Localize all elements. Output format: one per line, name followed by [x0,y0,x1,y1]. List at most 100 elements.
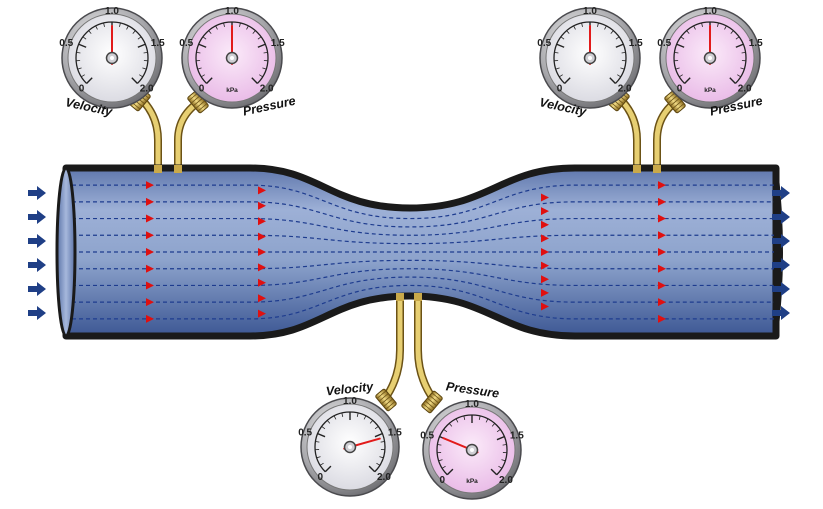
gauge-tick [132,30,136,34]
gauge-tick-label: 1.0 [225,6,239,17]
streamline-arrowhead [658,314,666,323]
gauge-tick-label: 0.5 [420,430,434,441]
streamline-arrowhead [541,193,549,202]
gauge-tick [604,25,607,30]
gauge-tick [730,30,734,34]
gauge-tick [257,43,266,48]
streamline-arrowhead [658,298,666,307]
gauge-tick [573,25,576,30]
gauge-tick-label: 0.5 [59,38,73,49]
gauge-tick [341,412,344,417]
flow-arrow-inlet [28,186,46,200]
gauge-tick [379,456,384,459]
gauge-tick [315,441,320,443]
gauge-tick [554,51,559,54]
streamline-arrowhead [658,248,666,256]
streamline-arrowhead [658,197,666,206]
gauge-tick [257,36,262,40]
gauge-tick [198,43,207,48]
flow-arrow-inlet [28,258,46,272]
gauge-tick [675,67,680,70]
gauge-tick-label: 0 [199,84,205,95]
gauge-tick [490,468,498,476]
gauge-tick [95,25,98,30]
gauge-tick-label: 1.5 [629,38,643,49]
gauge-tick [324,465,332,473]
flow-arrow-outlet [772,258,790,272]
gauge-tick-label: 1.0 [343,396,357,407]
gauge-tick [77,67,82,70]
flow-arrow-outlet [772,186,790,200]
gauge-tick [680,36,685,40]
gauge-tick [208,30,212,34]
gauge-tick [317,432,326,438]
gauge-tick [263,51,268,54]
gauge-tick [316,456,321,459]
gauge-tick [617,74,621,78]
streamline-arrowhead [658,281,666,290]
gauge-tick [735,43,744,48]
gauge-tick [81,74,85,78]
gauge-tick [103,22,105,27]
flow-arrow-inlet [28,282,46,296]
gauge-tick [448,423,453,427]
streamline-arrowhead [541,207,549,216]
streamline-arrowhead [146,181,154,190]
streamline-arrowhead [541,302,549,311]
gauge-tick [437,444,442,446]
streamline-arrowhead [146,197,154,206]
gauge-tick [252,30,256,34]
gauge-tick-label: 1.0 [583,6,597,17]
gauge-title: Pressure [445,379,500,400]
gauge-tick [206,77,213,84]
streamline-arrowhead [258,263,266,272]
gauge-tick [441,465,446,469]
gauge-tick [319,462,324,466]
gauge-tick [368,465,376,473]
gauge-tick [374,432,383,438]
gauge-tick-label: 1.5 [151,38,165,49]
flow-arrow-inlet [28,234,46,248]
venturi-pipe [55,164,783,340]
streamline [72,268,774,287]
streamline-arrowhead [258,201,266,210]
gauge-tick [223,22,225,27]
streamline-arrowhead [258,248,266,256]
gauge-tick-label: 0 [79,84,85,95]
gauge-tick [196,51,201,54]
streamline-arrowhead [658,181,666,190]
gauge-tick [333,415,337,420]
gauge-tick [615,43,624,48]
gauge-tick [202,36,207,40]
gauge-tick [374,426,379,430]
gauge-fitting [375,388,397,412]
streamline-arrowhead [258,278,266,287]
streamline-arrowhead [258,186,266,195]
flow-arrow-outlet [772,306,790,320]
streamline-arrowhead [541,234,549,243]
streamline-arrowhead [146,231,154,240]
gauge-tick [197,67,202,70]
gauge-tick [496,435,505,441]
streamline-arrowhead [146,264,154,273]
streamlines [72,184,774,320]
streamline-arrowhead [258,217,266,226]
gauge-tick [126,25,129,30]
gauge-tick-label: 1.5 [388,427,402,438]
streamline-arrowhead [658,231,666,240]
gauge-tick [566,30,570,34]
gauge-tick [463,415,466,420]
gauge-tick [555,67,560,70]
gauge-tick [478,415,481,420]
pipe-inlet-opening [55,166,77,338]
gauge-tick [239,22,241,27]
gauge-tick [369,420,374,424]
gauge-tick [376,462,381,466]
gauge-tick [119,22,121,27]
gauge-tick [609,77,616,84]
